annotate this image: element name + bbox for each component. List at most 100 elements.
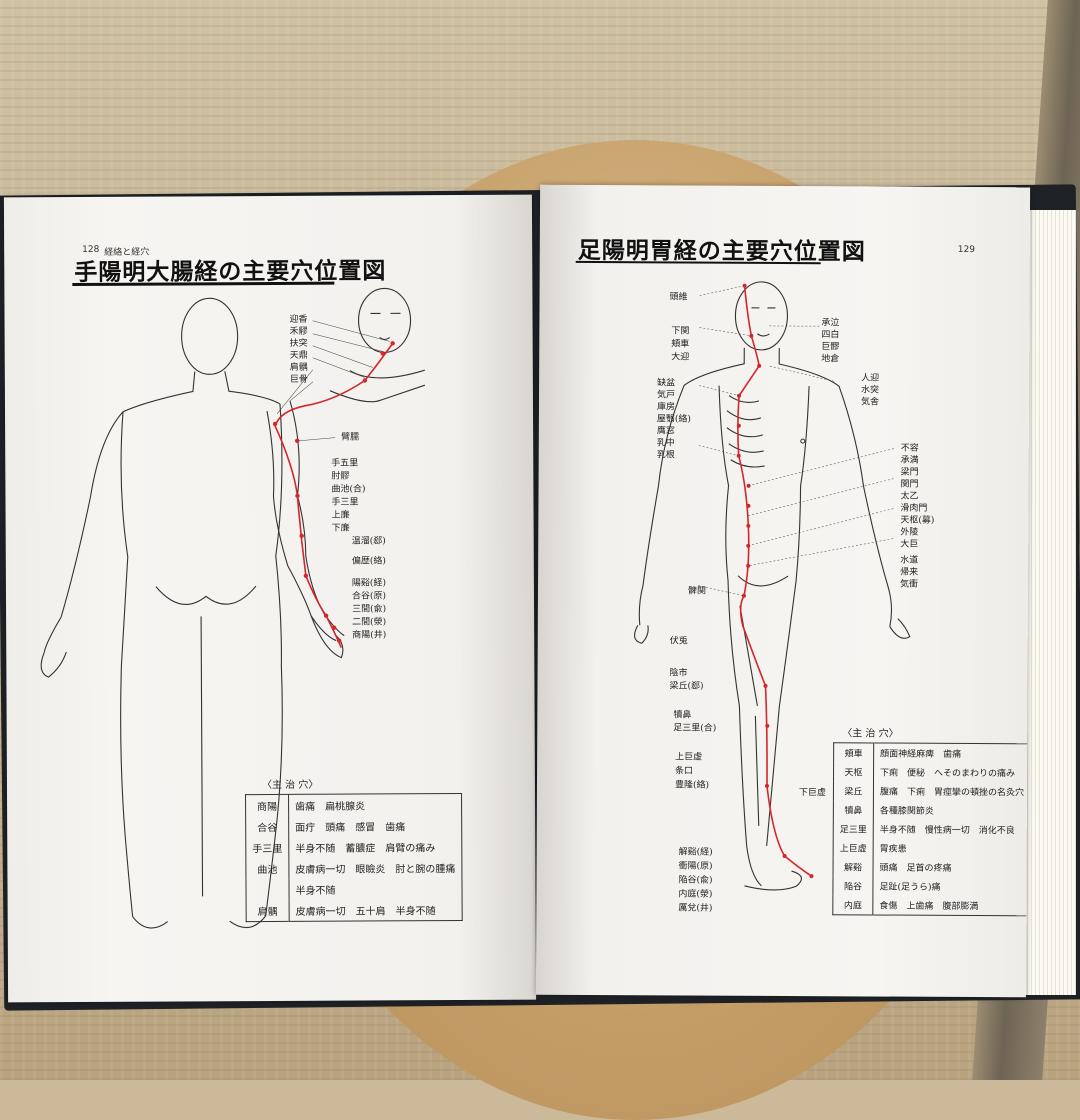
point-label: 外陵: [900, 527, 919, 538]
point-label: 頬車: [671, 339, 690, 350]
point-label: 肘髎: [331, 471, 350, 482]
treatment-point: 曲池: [245, 857, 289, 880]
page-edges: [1024, 210, 1076, 995]
point-label: 扶突: [289, 338, 308, 349]
left-treatment-heading: 〈主 治 穴〉: [261, 779, 319, 792]
treatment-row: 犢鼻各種膝関節炎: [833, 800, 1030, 820]
treatment-point: 内庭: [832, 895, 873, 915]
point-label: 大巨: [900, 539, 919, 550]
point-label: 臂臑: [341, 432, 360, 443]
point-label: 解谿(経): [678, 847, 713, 858]
treatment-row: 陥谷足趾(足うら)痛: [832, 876, 1030, 896]
treatment-row: 手三里半身不随 蓄膿症 肩臂の痛み: [245, 836, 462, 859]
treatment-indication: 半身不随 慢性病一切 消化不良: [879, 825, 1015, 837]
treatment-indication: 下痢 便秘 へそのまわりの痛み: [880, 768, 1016, 780]
treatment-indication: 面疔 頭痛 感冒 歯痛: [295, 822, 406, 834]
treatment-point: 天枢: [833, 762, 874, 782]
treatment-point: [245, 878, 290, 901]
point-label: 犢鼻: [673, 710, 692, 721]
back-figure-illustration: [40, 287, 426, 929]
point-label: 厲兌(井): [678, 903, 713, 914]
treatment-row: 足三里半身不随 慢性病一切 消化不良: [833, 819, 1030, 839]
point-label: 梁門: [900, 467, 919, 478]
point-label: 温溜(郄): [351, 536, 386, 547]
front-figure-illustration: [634, 281, 911, 891]
treatment-row: 天枢下痢 便秘 へそのまわりの痛み: [833, 762, 1031, 782]
point-label: 内庭(滎): [678, 889, 713, 900]
point-label: 帰来: [900, 567, 919, 578]
right-treatment-table: 頬車顔面神経麻痺 歯痛天枢下痢 便秘 へそのまわりの痛み梁丘腹痛 下痢 胃痙攣の…: [832, 742, 1031, 917]
point-label: 衝陽(原): [678, 861, 713, 872]
point-label: 屋翳(絡): [656, 414, 691, 425]
treatment-point: 手三里: [245, 836, 289, 859]
point-label: 禾髎: [289, 326, 308, 337]
treatment-point: 商陽: [245, 794, 289, 817]
treatment-indication: 頭痛 足首の疼痛: [879, 863, 952, 874]
point-label: 下関: [671, 326, 690, 337]
point-label: 曲池(合): [331, 484, 366, 495]
point-label: 四白: [821, 330, 840, 341]
point-label: 水突: [861, 385, 880, 396]
treatment-indication: 顔面神経麻痺 歯痛: [880, 749, 962, 760]
treatment-indication: 食傷 上歯痛 腹部膨満: [879, 901, 979, 913]
point-label: 手五里: [331, 458, 359, 469]
point-label: 気舎: [860, 397, 880, 408]
point-label: 商陽(井): [352, 630, 387, 641]
treatment-indication: 腹痛 下痢 胃痙攣の頓挫の名灸穴: [879, 787, 1025, 799]
treatment-row: 解谿頭痛 足首の疼痛: [833, 857, 1030, 877]
left-page: 128 経絡と経穴 手陽明大腸経の主要穴位置図: [3, 194, 537, 1003]
point-label: 偏歴(絡): [351, 556, 386, 567]
point-label: 陥谷(兪): [678, 875, 713, 886]
treatment-indication: 半身不随 蓄膿症 肩臂の痛み: [295, 843, 436, 855]
point-label: 気衝: [900, 579, 919, 590]
point-label: 陰市: [669, 668, 688, 679]
treatment-row: 肩髃皮膚病一切 五十肩 半身不随: [246, 899, 462, 922]
point-label: 関門: [900, 479, 919, 490]
point-label: 梁丘(郄): [669, 681, 704, 692]
point-label: 天枢(募): [900, 515, 935, 526]
point-label: 大迎: [671, 352, 690, 363]
point-label: 水道: [900, 555, 919, 566]
treatment-point: 梁丘: [833, 781, 874, 801]
point-label: 伏兎: [669, 636, 688, 647]
treatment-row: 頬車顔面神経麻痺 歯痛: [833, 742, 1031, 764]
point-label: 乳根: [656, 450, 675, 461]
point-label: 陽谿(経): [351, 578, 386, 589]
point-label: 下巨虚: [798, 788, 826, 799]
point-label: 足三里(合): [673, 723, 717, 734]
point-label: 迎香: [289, 314, 308, 325]
treatment-indication: 半身不随: [295, 885, 336, 897]
treatment-row: 商陽歯痛 扁桃腺炎: [245, 793, 462, 817]
treatment-row: 梁丘腹痛 下痢 胃痙攣の頓挫の名灸穴: [833, 781, 1030, 801]
treatment-row: 合谷面疔 頭痛 感冒 歯痛: [245, 815, 462, 838]
point-label: 条口: [675, 766, 694, 777]
treatment-indication: 各種膝関節炎: [879, 806, 934, 817]
point-label: 二間(滎): [352, 617, 387, 628]
point-label: 滑肉門: [900, 503, 928, 514]
treatment-row: 曲池皮膚病一切 眼瞼炎 肘と腕の腫痛: [245, 857, 462, 880]
point-label: 膺窓: [656, 426, 675, 437]
point-label: 太乙: [900, 491, 919, 502]
treatment-point: 頬車: [833, 742, 874, 763]
point-label: 手三里: [331, 497, 359, 508]
treatment-row: 上巨虚胃疾患: [833, 838, 1030, 858]
point-label: 肩髃: [289, 362, 308, 373]
point-label: 人迎: [861, 373, 880, 384]
treatment-row: 内庭食傷 上歯痛 腹部膨満: [832, 895, 1030, 916]
point-label: 上巨虚: [675, 752, 703, 763]
treatment-point: 上巨虚: [833, 838, 874, 858]
point-label: 下廉: [331, 523, 350, 534]
right-page: 足陽明胃経の主要穴位置図 129: [535, 184, 1031, 998]
point-label: 地倉: [821, 354, 840, 365]
treatment-indication: 皮膚病一切 五十肩 半身不随: [295, 906, 436, 918]
treatment-point: 足三里: [833, 819, 874, 839]
treatment-indication: 足趾(足うら)痛: [879, 882, 941, 893]
point-label: 合谷(原): [351, 591, 387, 602]
point-label: 巨髎: [821, 342, 840, 353]
point-label: 髀関: [687, 586, 707, 597]
point-label: 乳中: [656, 438, 675, 449]
treatment-point: 犢鼻: [833, 800, 874, 820]
treatment-indication: 胃疾患: [879, 844, 907, 855]
treatment-point: 陥谷: [832, 876, 874, 896]
point-label: 缺盆: [657, 378, 676, 389]
